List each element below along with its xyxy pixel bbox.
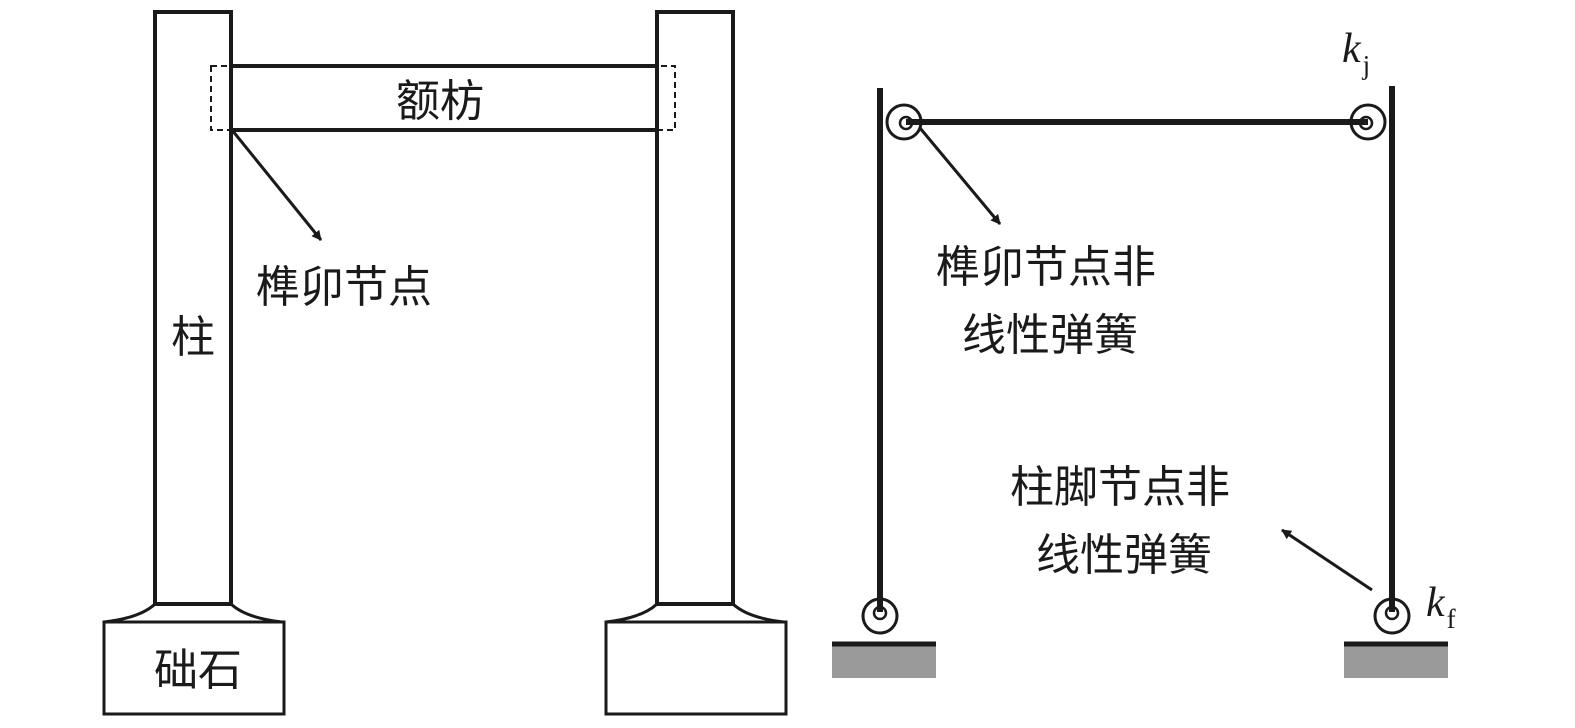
mechanical-model: 榫卯节点非 线性弹簧 柱脚节点非 线性弹簧 kj kf <box>832 26 1456 678</box>
foot-spring-arrow <box>1281 528 1373 592</box>
left-ground <box>832 641 936 678</box>
kf-label: kf <box>1426 580 1456 634</box>
kf-subscript: f <box>1447 604 1456 634</box>
joint-dashed-region <box>210 65 676 131</box>
right-ground <box>1344 641 1448 678</box>
kj-label: kj <box>1342 26 1370 80</box>
right-base-stone <box>604 602 788 716</box>
right-column <box>655 10 735 606</box>
left-joint-spring <box>885 103 923 141</box>
left-base-stone <box>102 602 286 716</box>
left-foot-spring <box>861 597 899 635</box>
joint-arrow <box>230 129 323 241</box>
right-foot-spring <box>1373 597 1411 635</box>
joint-spring-arrow <box>918 127 1002 225</box>
base-label: 础石 <box>154 645 242 696</box>
foot-spring-label-line2: 线性弹簧 <box>1036 530 1212 581</box>
joint-spring-label-line2: 线性弹簧 <box>962 310 1138 361</box>
column-label: 柱 <box>171 312 215 363</box>
joint-spring-label-line1: 榫卯节点非 <box>936 242 1156 293</box>
kj-symbol: k <box>1342 26 1362 72</box>
right-joint-spring <box>1349 103 1387 141</box>
left-column <box>153 10 233 606</box>
physical-frame: 额枋 榫卯节点 柱 础石 <box>102 10 788 716</box>
joint-label: 榫卯节点 <box>256 262 432 313</box>
foot-spring-label-line1: 柱脚节点非 <box>1010 462 1230 513</box>
kj-subscript: j <box>1362 50 1371 80</box>
beam-label: 额枋 <box>396 76 484 127</box>
kf-symbol: k <box>1426 580 1446 626</box>
